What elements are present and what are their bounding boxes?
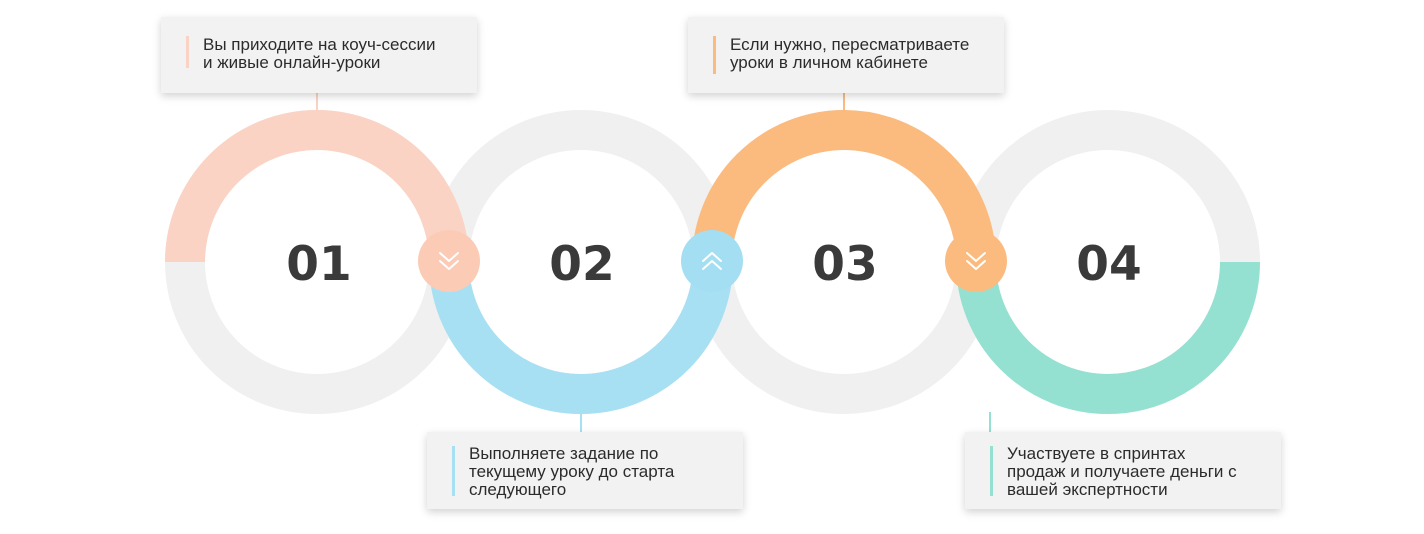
note-line: Если нужно, пересматриваете <box>730 35 970 54</box>
step-number-3: 03 <box>812 237 877 292</box>
connector-node-3 <box>945 230 1007 292</box>
note-line: текущему уроку до старта <box>469 462 675 481</box>
note-line: уроки в личном кабинете <box>730 53 928 72</box>
note-accent-bar <box>452 446 455 496</box>
note-text: Участвуете в спринтах продаж и получаете… <box>1007 445 1267 499</box>
double-chevron-up-icon <box>702 252 722 270</box>
note-line: и живые онлайн-уроки <box>203 53 381 72</box>
ring-arc-4 <box>956 261 1260 414</box>
note-line: Вы приходите на коуч-сессии <box>203 35 436 54</box>
note-line: Участвуете в спринтах <box>1007 444 1186 463</box>
ring-arc-3 <box>692 110 996 263</box>
step-note-3: Если нужно, пересматриваете уроки в личн… <box>688 17 1004 93</box>
double-chevron-down-icon <box>966 252 986 270</box>
ring-arc-2 <box>429 261 733 414</box>
note-text: Если нужно, пересматриваете уроки в личн… <box>730 36 990 72</box>
note-text: Вы приходите на коуч-сессии и живые онла… <box>203 36 463 72</box>
connector-node-1 <box>418 230 480 292</box>
step-note-2: Выполняете задание по текущему уроку до … <box>427 432 743 509</box>
note-line: Выполняете задание по <box>469 444 659 463</box>
ring-arc-1 <box>165 110 469 263</box>
step-number-1: 01 <box>286 237 351 292</box>
note-accent-bar <box>186 36 189 68</box>
note-line: продаж и получаете деньги с <box>1007 462 1237 481</box>
double-chevron-down-icon <box>439 252 459 270</box>
connector-node-2 <box>681 230 743 292</box>
note-text: Выполняете задание по текущему уроку до … <box>469 445 729 499</box>
note-line: следующего <box>469 480 567 499</box>
note-accent-bar <box>990 446 993 496</box>
step-number-2: 02 <box>549 237 614 292</box>
step-note-4: Участвуете в спринтах продаж и получаете… <box>965 432 1281 509</box>
step-number-4: 04 <box>1076 237 1141 292</box>
note-line: вашей экспертности <box>1007 480 1168 499</box>
step-note-1: Вы приходите на коуч-сессии и живые онла… <box>161 17 477 93</box>
note-accent-bar <box>713 36 716 74</box>
